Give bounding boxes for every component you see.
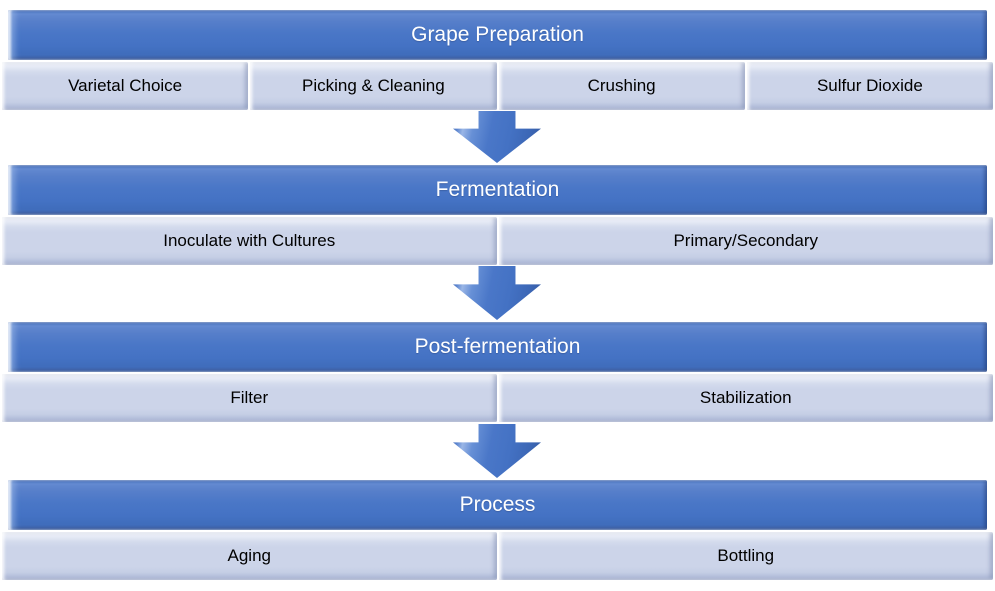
step-crushing: Crushing xyxy=(498,62,745,110)
steps-row-process: Aging Bottling xyxy=(2,532,993,580)
stage-header-post-fermentation: Post-fermentation xyxy=(8,322,987,372)
step-inoculate-with-cultures: Inoculate with Cultures xyxy=(2,217,497,265)
steps-row-grape-preparation: Varietal Choice Picking & Cleaning Crush… xyxy=(2,62,993,110)
steps-row-post-fermentation: Filter Stabilization xyxy=(2,374,993,422)
stage-header-process: Process xyxy=(8,480,987,530)
step-aging: Aging xyxy=(2,532,497,580)
step-filter: Filter xyxy=(2,374,497,422)
step-primary-secondary: Primary/Secondary xyxy=(498,217,993,265)
down-arrow-3 xyxy=(453,424,541,478)
step-picking-cleaning: Picking & Cleaning xyxy=(250,62,497,110)
down-arrow-1 xyxy=(453,111,541,163)
steps-row-fermentation: Inoculate with Cultures Primary/Secondar… xyxy=(2,217,993,265)
stage-header-grape-preparation: Grape Preparation xyxy=(8,10,987,60)
step-sulfur-dioxide: Sulfur Dioxide xyxy=(746,62,993,110)
stage-header-fermentation: Fermentation xyxy=(8,165,987,215)
step-varietal-choice: Varietal Choice xyxy=(2,62,249,110)
down-arrow-2 xyxy=(453,266,541,320)
step-stabilization: Stabilization xyxy=(498,374,993,422)
step-bottling: Bottling xyxy=(498,532,993,580)
